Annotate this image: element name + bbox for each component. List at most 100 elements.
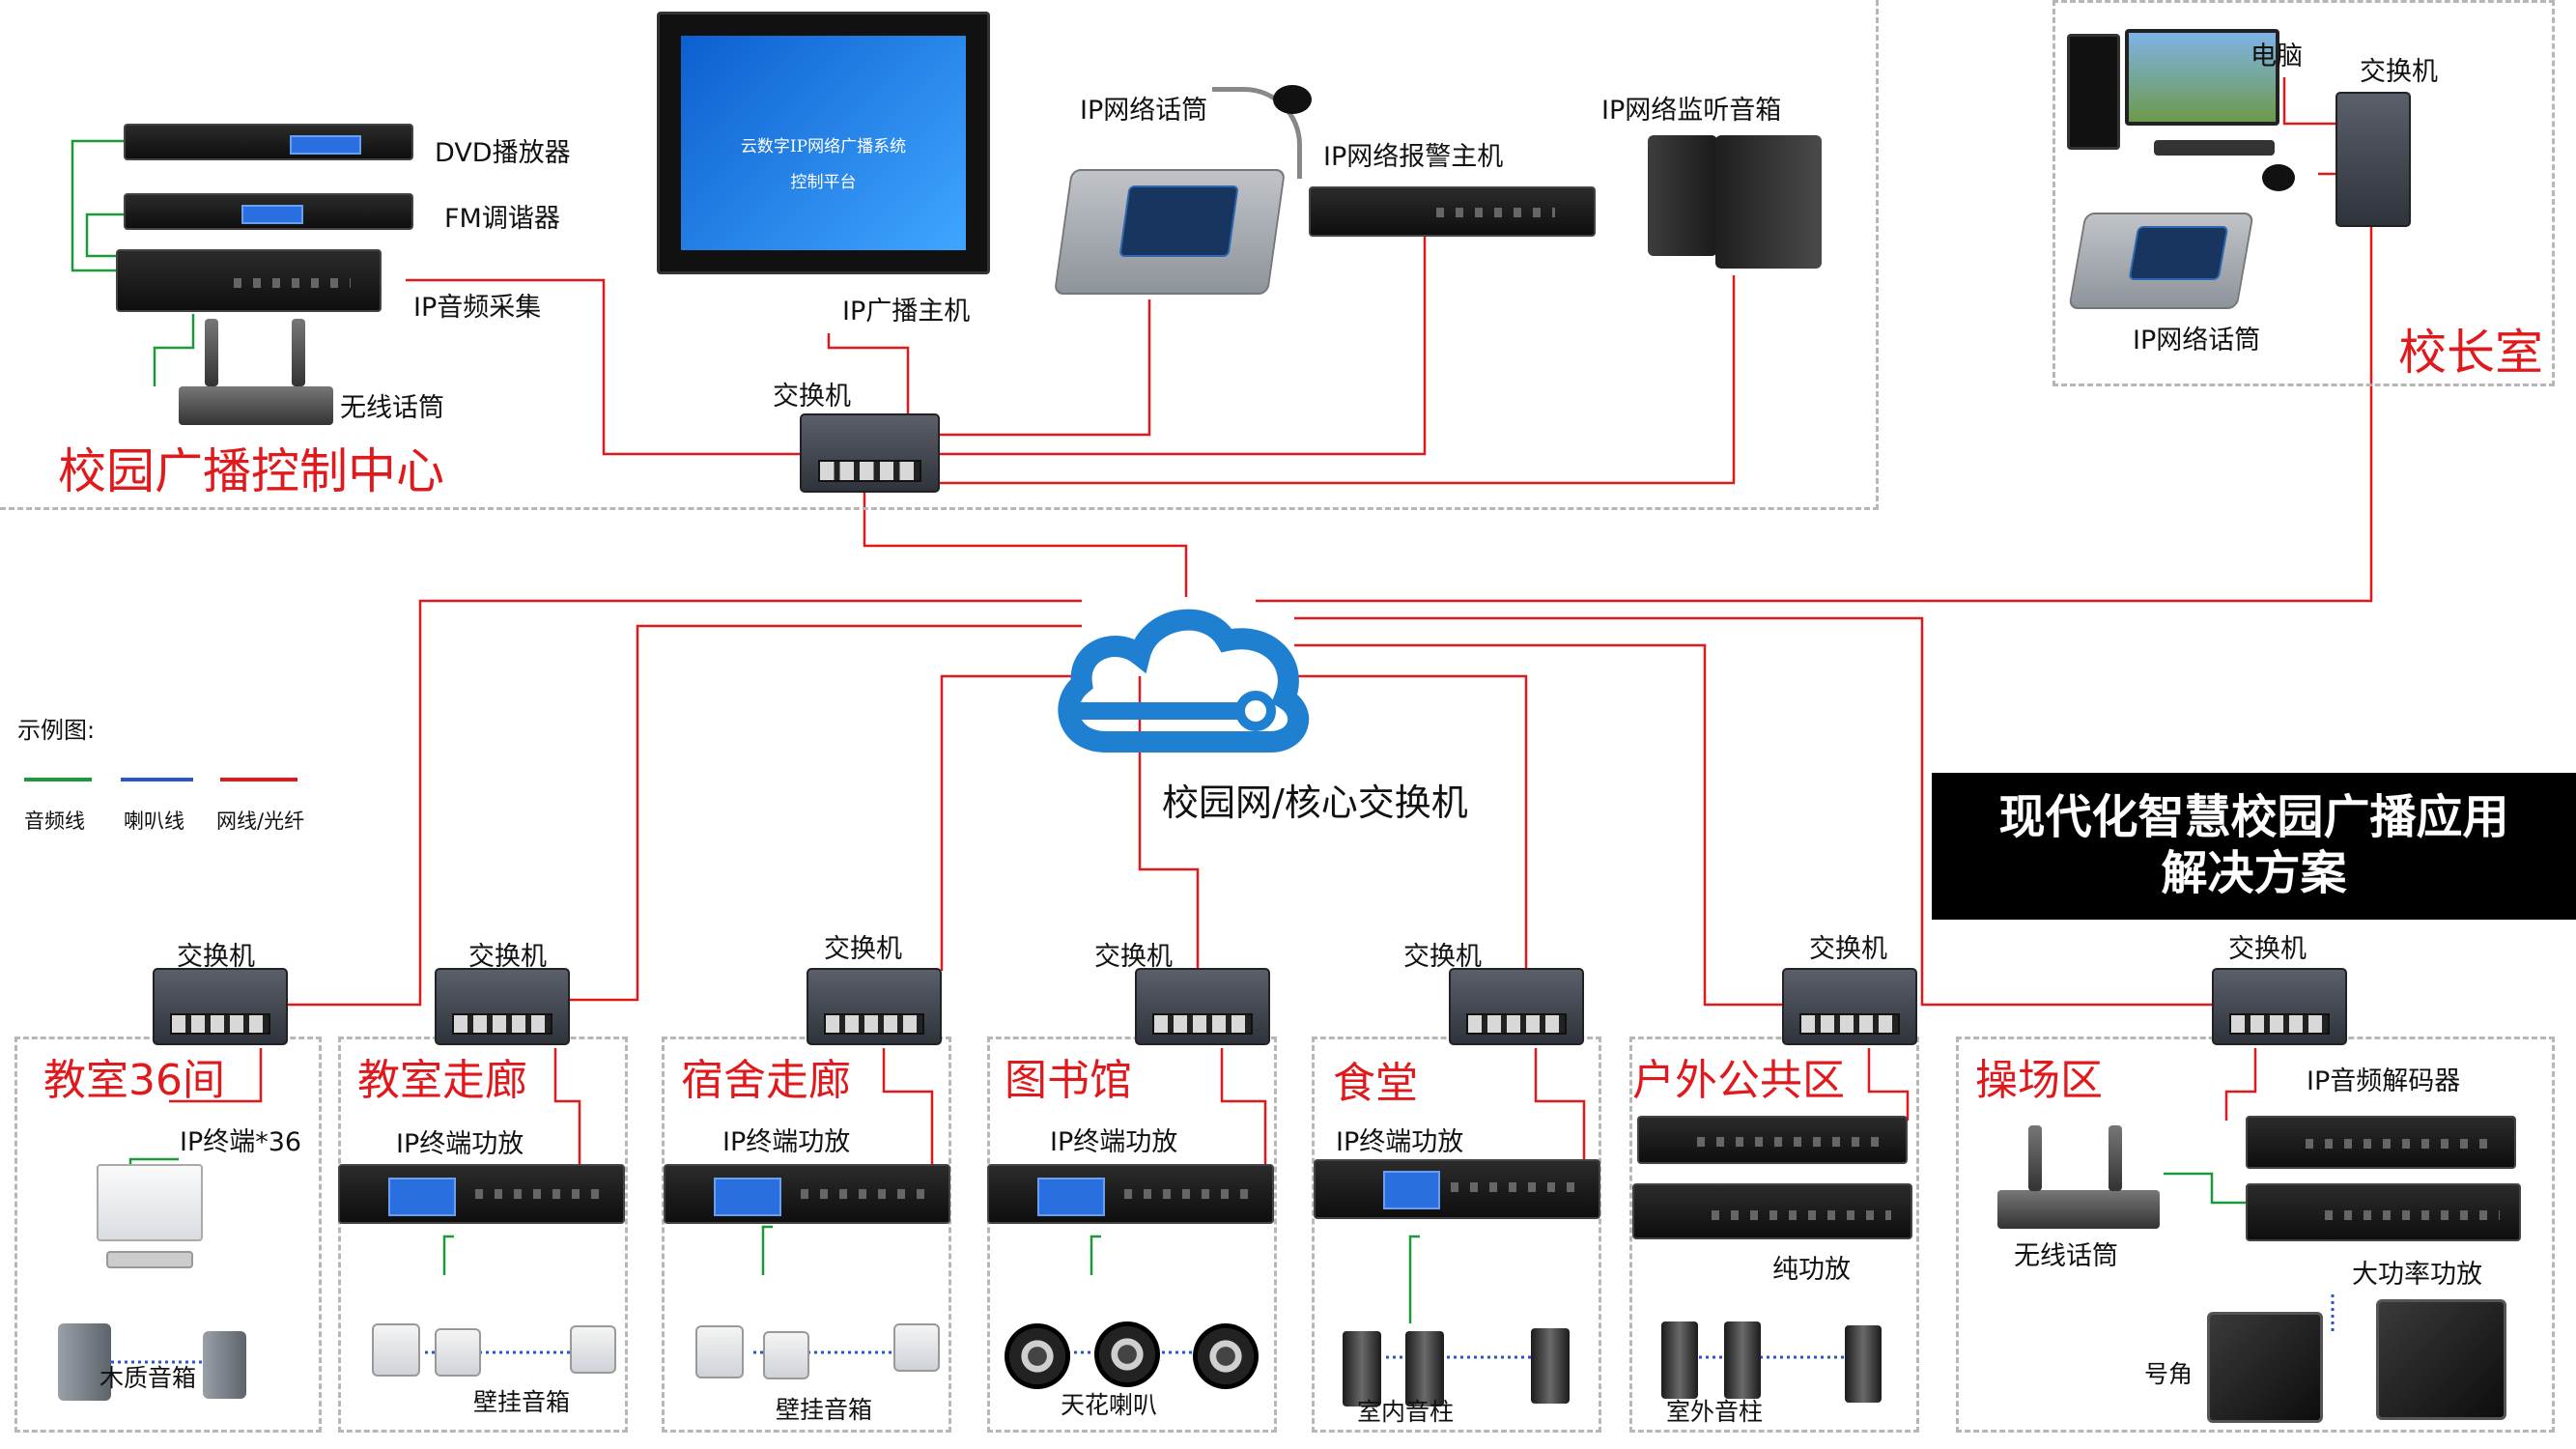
pc-label: 电脑: [2250, 42, 2303, 71]
indoor-column-1: [1343, 1331, 1381, 1406]
zone-classroom-device-label: IP终端*36: [180, 1127, 302, 1157]
ip-network-mic: [1053, 169, 1287, 295]
zone-library-speaker-label: 天花喇叭: [1061, 1391, 1158, 1419]
outdoor-column-3: [1845, 1325, 1882, 1403]
cc-switch: [800, 413, 940, 493]
zone-corridor-device-label: IP终端功放: [396, 1129, 524, 1159]
legend-network-text: 网线/光纤: [216, 810, 305, 833]
audio-dvd: [71, 139, 124, 272]
playground-mic-handheld-1: [2028, 1125, 2042, 1191]
zone-canteen-speaker-label: 室内音柱: [1357, 1398, 1455, 1426]
ip-host-screen: 云数字IP网络广播系统 控制平台: [681, 36, 966, 250]
principal-switch-label: 交换机: [2360, 57, 2438, 87]
dorm-speaker-3: [893, 1323, 940, 1372]
banner-line-2: 解决方案: [2161, 846, 2347, 900]
fm-label: FM调谐器: [444, 204, 560, 234]
link-cloud-zone6: [1294, 643, 1782, 1007]
link-cloud-zone3: [940, 674, 1082, 971]
link-cloud-zone2: [555, 624, 1082, 1002]
alarm-host: [1309, 186, 1596, 237]
principal-title: 校长室: [2398, 325, 2543, 381]
link-zone6-amp: [1867, 1048, 1910, 1121]
campus-network-cloud: [1048, 597, 1318, 761]
legend-speaker-text: 喇叭线: [124, 810, 184, 833]
link-zone7-dec: [2224, 1048, 2257, 1121]
zone-playground-mic-label: 无线话筒: [2014, 1241, 2118, 1271]
outdoor-column-1: [1661, 1321, 1698, 1399]
zone-playground-speaker-label: 号角: [2144, 1360, 2194, 1388]
zone-corridor-speaker-label: 壁挂音箱: [473, 1388, 571, 1416]
zone-canteen-device-label: IP终端功放: [1336, 1127, 1464, 1157]
zone-corridor-amp: [338, 1164, 625, 1224]
ip-audio-label: IP音频采集: [413, 293, 542, 323]
monitor-speaker-2: [1715, 135, 1822, 269]
principal-mic-label: IP网络话筒: [2133, 326, 2261, 355]
link-mic-switch: [927, 299, 1151, 437]
audio-zone7: [2164, 1172, 2246, 1205]
pc-monitor: [2125, 29, 2279, 126]
screen-title: 云数字IP网络广播系统: [740, 137, 907, 156]
banner-line-1: 现代化智慧校园广播应用: [1998, 790, 2509, 845]
pc-keyboard: [2154, 140, 2275, 156]
principal-mic: [2068, 213, 2254, 309]
zone-classroom-switch-label: 交换机: [177, 942, 255, 972]
zone-dorm-switch: [807, 968, 942, 1045]
zone-canteen-switch-label: 交换机: [1403, 942, 1482, 972]
zone-classroom-speaker-label: 木质音箱: [99, 1364, 197, 1392]
indoor-column-2: [1405, 1331, 1444, 1406]
ceiling-speaker-2: [1094, 1321, 1160, 1387]
zone-outdoor-amp: [1632, 1183, 1912, 1239]
zone-corridor-title: 教室走廊: [357, 1056, 527, 1105]
wireless-mic-handheld-1: [205, 319, 218, 386]
zone-playground-decoder-label: IP音频解码器: [2307, 1066, 2461, 1096]
zone-library-switch-label: 交换机: [1094, 942, 1173, 972]
dvd-label: DVD播放器: [435, 138, 571, 168]
ceiling-speaker-3: [1193, 1323, 1259, 1389]
link-principal-pc: [2282, 77, 2337, 126]
audio-zone5: [1408, 1235, 1420, 1323]
ip-host-monitor: 云数字IP网络广播系统 控制平台: [657, 12, 990, 274]
core-switch-label: 校园网/核心交换机: [1162, 781, 1468, 824]
zone-canteen-amp: [1314, 1159, 1600, 1219]
wall-speaker-1: [372, 1323, 420, 1377]
zone-outdoor-title: 户外公共区: [1632, 1056, 1845, 1105]
legend-audio-line: [24, 778, 92, 781]
fm-tuner: [124, 193, 413, 230]
legend-audio-text: 音频线: [24, 810, 85, 833]
zone-outdoor-switch-label: 交换机: [1809, 934, 1887, 964]
zone-playground-switch-label: 交换机: [2228, 934, 2307, 964]
zone-corridor-switch: [435, 968, 570, 1045]
ip-terminal-base: [106, 1251, 193, 1268]
zone-canteen-switch: [1449, 968, 1584, 1045]
principal-zone: [2052, 0, 2555, 386]
zone-dorm-device-label: IP终端功放: [722, 1127, 851, 1157]
link-cloud-zone7: [1294, 616, 2212, 1007]
control-center-zone: [0, 0, 1879, 510]
solution-banner: 现代化智慧校园广播应用 解决方案: [1932, 773, 2576, 920]
control-center-title: 校园广播控制中心: [58, 443, 444, 499]
zone-classroom-title: 教室36间: [43, 1056, 225, 1105]
monitor-speaker-1: [1648, 135, 1717, 256]
link-ipaudio-switch: [406, 278, 809, 456]
outdoor-column-2: [1724, 1321, 1761, 1399]
zone-playground-title: 操场区: [1975, 1056, 2103, 1105]
horn-speaker-1: [2207, 1312, 2323, 1423]
legend-network-line: [220, 778, 297, 781]
zone-outdoor-pre: [1637, 1116, 1908, 1164]
link-zone5-amp: [1534, 1048, 1586, 1164]
cloud-icon: [1058, 609, 1310, 753]
zone-library: [987, 1037, 1277, 1433]
zone-library-title: 图书馆: [1005, 1056, 1132, 1105]
link-host-switch: [827, 333, 910, 425]
link-principal-cloud: [1256, 227, 2373, 603]
zone-corridor-switch-label: 交换机: [468, 942, 547, 972]
monitor-label: IP网络监听音箱: [1601, 96, 1782, 126]
zone-library-amp: [987, 1164, 1274, 1224]
ip-host-label: IP广播主机: [842, 297, 971, 327]
wood-speaker-2: [203, 1331, 246, 1399]
dorm-speaker-2: [763, 1331, 809, 1379]
link-cloud-zone1: [280, 599, 1082, 1007]
horn-speaker-2: [2376, 1299, 2506, 1420]
link-zone4-amp: [1220, 1048, 1267, 1164]
